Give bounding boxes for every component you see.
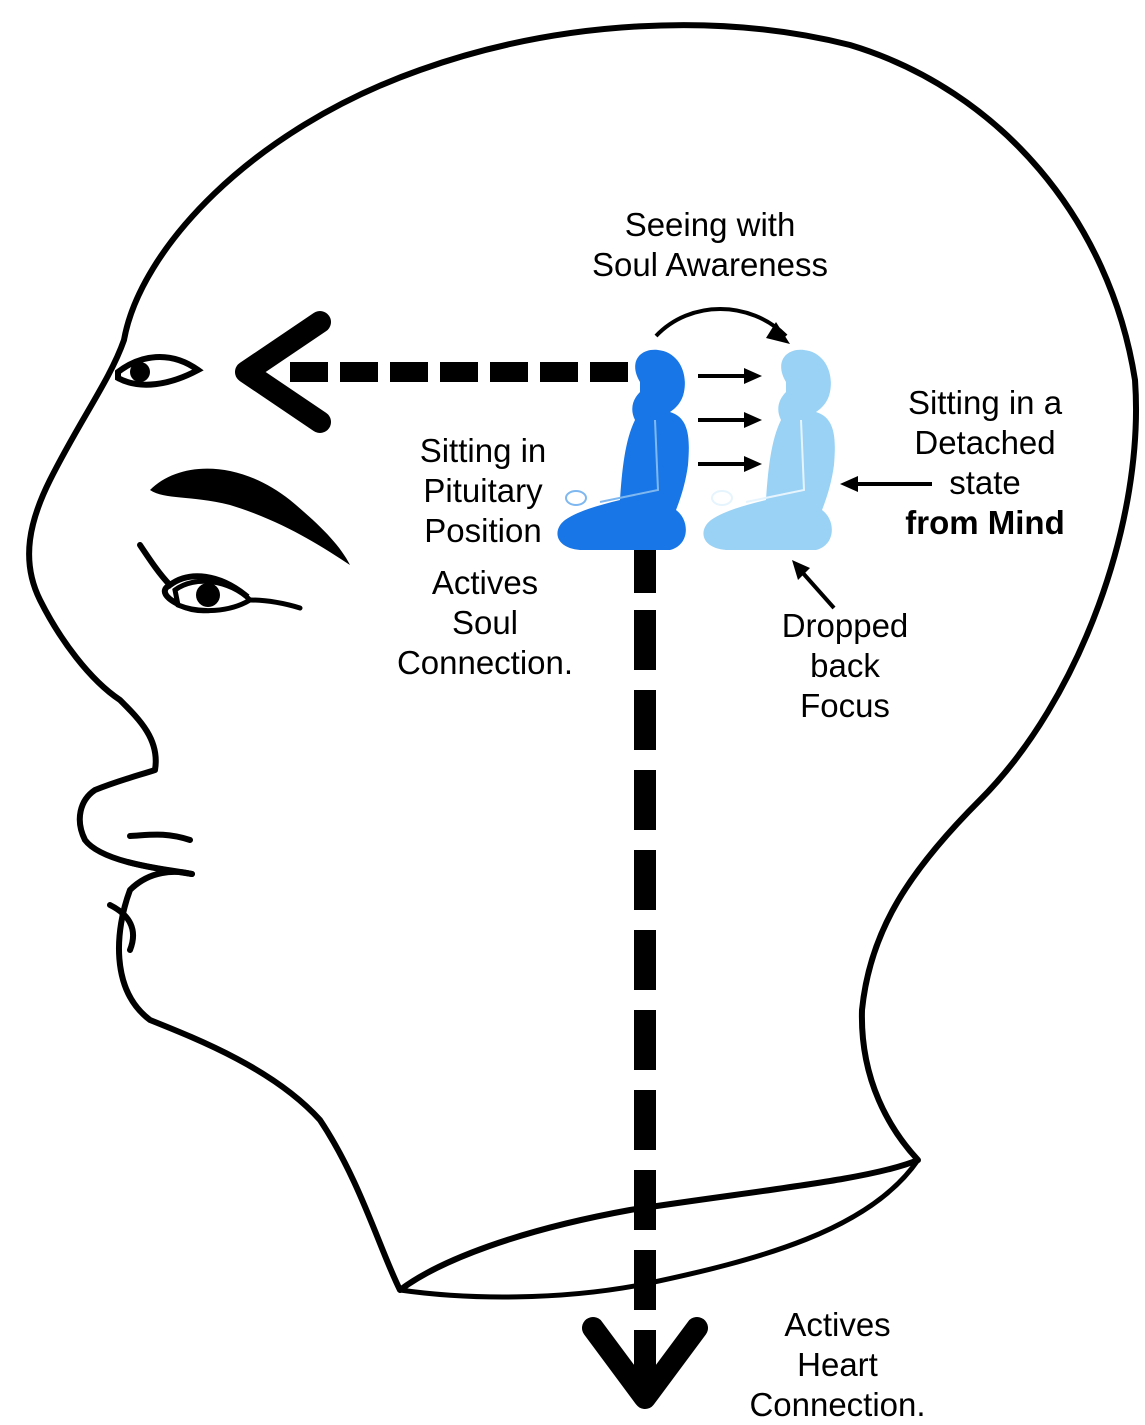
label-line: state [890, 463, 1080, 503]
label-dropped-back-focus: Dropped back Focus [760, 606, 930, 726]
eye-icon [118, 357, 198, 385]
dashed-line-vertical [634, 548, 656, 1385]
label-line: Pituitary [398, 471, 568, 511]
label-line: Heart [745, 1345, 930, 1385]
label-line: Soul Awareness [570, 245, 850, 285]
label-line: back [760, 646, 930, 686]
label-line: Connection. [745, 1385, 930, 1425]
label-line: Sitting in [398, 431, 568, 471]
label-line: Detached [890, 423, 1080, 463]
dashed-line-horizontal [290, 362, 628, 382]
eye-lower-icon [140, 545, 300, 611]
dropped-arrow [792, 560, 834, 608]
label-actives-soul: Actives Soul Connection. [390, 563, 580, 683]
label-line: Dropped [760, 606, 930, 646]
label-line: Soul [390, 603, 580, 643]
label-seeing-soul-awareness: Seeing with Soul Awareness [570, 205, 850, 285]
label-actives-heart: Actives Heart Connection. [745, 1305, 930, 1425]
label-sitting-pituitary: Sitting in Pituitary Position [398, 431, 568, 551]
label-sitting-detached: Sitting in a Detached state from Mind [890, 383, 1080, 543]
eyebrow-icon [150, 469, 350, 565]
push-arrows [698, 368, 762, 472]
label-line-bold: from Mind [890, 503, 1080, 543]
curved-arrow [656, 309, 786, 336]
meditating-figure-back [703, 350, 834, 550]
label-line: Sitting in a [890, 383, 1080, 423]
label-line: Actives [745, 1305, 930, 1345]
label-line: Focus [760, 686, 930, 726]
label-line: Seeing with [570, 205, 850, 245]
label-line: Actives [390, 563, 580, 603]
label-line: Position [398, 511, 568, 551]
label-line: Connection. [390, 643, 580, 683]
